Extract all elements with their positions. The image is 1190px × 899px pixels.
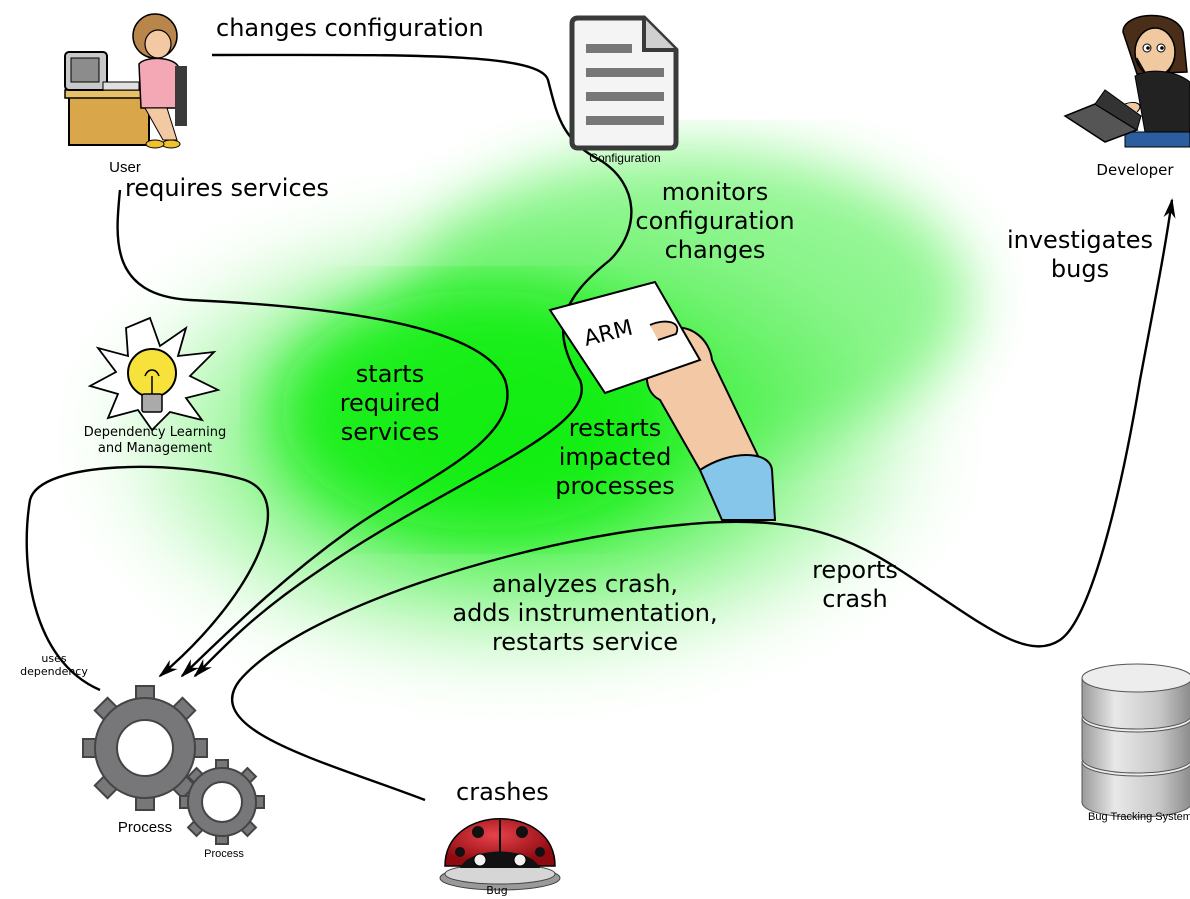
edge-uses-dependency: [25, 465, 270, 692]
user-icon: [64, 13, 187, 149]
user-label: User: [109, 159, 141, 176]
label-changes-configuration: changes configuration: [216, 14, 484, 42]
ladybug-icon: [439, 818, 561, 891]
developer-icon: [1063, 14, 1190, 148]
bug-tracking-label: Bug Tracking System: [1088, 811, 1190, 823]
configuration-document-icon: [569, 15, 679, 151]
label-crashes: crashes: [456, 778, 549, 806]
label-investigates-bugs: investigates bugs: [1006, 226, 1154, 283]
label-restarts-impacted: restarts impacted processes: [555, 414, 675, 500]
label-dependency-learning: Dependency Learning and Management: [83, 425, 227, 456]
connections: [25, 53, 1176, 802]
edge-requires-services: [116, 189, 509, 678]
configuration-label: Configuration: [589, 151, 660, 165]
developer-label: Developer: [1096, 161, 1174, 179]
label-monitors-configuration: monitors configuration changes: [635, 178, 795, 264]
label-uses-dependency: uses dependency: [20, 652, 88, 679]
label-requires-services: requires services: [125, 174, 329, 202]
bug-label: Bug: [486, 884, 508, 897]
process-small-label: Process: [204, 848, 244, 860]
process-large-label: Process: [118, 819, 172, 836]
lightbulb-icon: [87, 316, 221, 432]
database-icon: [1081, 663, 1190, 818]
process-gear-large-icon: [82, 685, 208, 811]
process-gear-small-icon: [179, 759, 265, 845]
arm-hand-icon: ARM: [548, 280, 777, 524]
edge-crash-reports: [231, 198, 1176, 802]
label-reports-crash: reports crash: [812, 556, 898, 613]
label-starts-required: starts required services: [339, 360, 441, 446]
label-analyzes-crash: analyzes crash, adds instrumentation, re…: [452, 570, 718, 656]
edge-changes-configuration: [193, 53, 633, 678]
